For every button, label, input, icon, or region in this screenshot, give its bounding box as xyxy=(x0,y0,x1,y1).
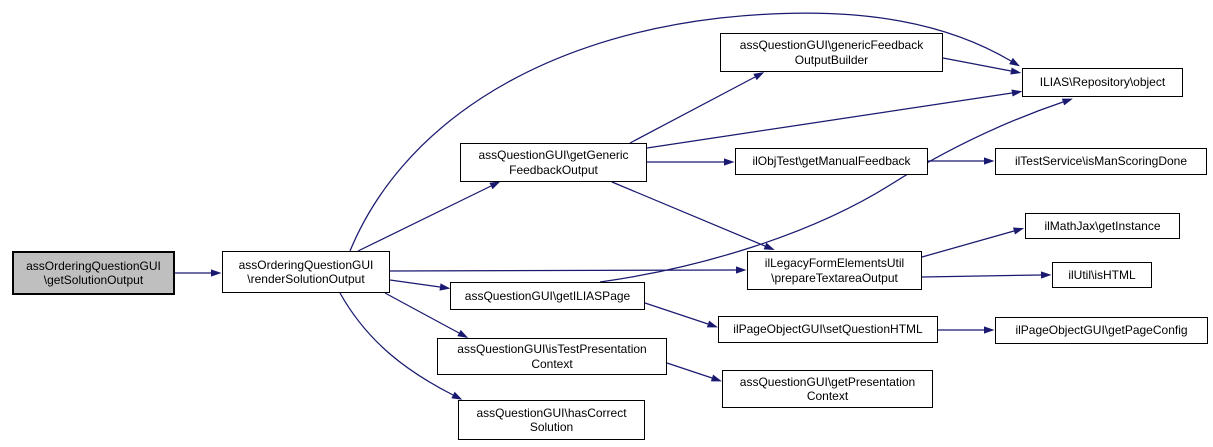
graph-node-label: assQuestionGUI\getGeneric FeedbackOutput xyxy=(478,148,629,177)
node-isManScoringDone[interactable]: ilTestService\isManScoringDone xyxy=(995,148,1207,175)
graph-node-label: assQuestionGUI\getILIASPage xyxy=(464,288,631,303)
edge-renderSolutionOutput-to-prepareTextareaOutput xyxy=(389,266,747,274)
graph-node-label: ilMathJax\getInstance xyxy=(1044,218,1161,233)
edge-prepareTextareaOutput-to-isHTML xyxy=(921,271,1052,279)
node-getSolutionOutput: assOrderingQuestionGUI \getSolutionOutpu… xyxy=(12,251,175,295)
graph-node-label: assOrderingQuestionGUI \getSolutionOutpu… xyxy=(26,258,161,287)
graph-node-label: assOrderingQuestionGUI \renderSolutionOu… xyxy=(238,257,374,286)
node-hasCorrectSolution[interactable]: assQuestionGUI\hasCorrect Solution xyxy=(458,400,645,440)
edge-genericFeedbackOutputBuilder-to-object xyxy=(942,57,1022,75)
node-getManualFeedback[interactable]: ilObjTest\getManualFeedback xyxy=(735,148,928,175)
node-isTestPresentationContext[interactable]: assQuestionGUI\isTestPresentation Contex… xyxy=(437,338,667,375)
graph-node-label: assQuestionGUI\isTestPresentation Contex… xyxy=(457,342,647,371)
graph-node-label: ilPageObjectGUI\getPageConfig xyxy=(1015,323,1188,338)
node-getInstance[interactable]: ilMathJax\getInstance xyxy=(1025,213,1180,239)
graph-node-label: ilPageObjectGUI\setQuestionHTML xyxy=(733,322,923,337)
graph-node-label: assQuestionGUI\genericFeedback OutputBui… xyxy=(739,38,924,67)
edge-renderSolutionOutput-to-getILIASPage xyxy=(389,279,451,291)
graph-node-label: assQuestionGUI\hasCorrect Solution xyxy=(476,405,627,434)
graph-node-label: assQuestionGUI\getPresentation Context xyxy=(739,374,916,403)
node-getGenericFeedbackOutput[interactable]: assQuestionGUI\getGeneric FeedbackOutput xyxy=(460,143,647,182)
graph-node-label: ilUtil\isHTML xyxy=(1068,267,1136,282)
node-getPresentationContext[interactable]: assQuestionGUI\getPresentation Context xyxy=(722,370,933,408)
node-prepareTextareaOutput[interactable]: ilLegacyFormElementsUtil \prepareTextare… xyxy=(747,251,922,290)
graph-node-label: ILIAS\Repository\object xyxy=(1039,75,1166,90)
edge-getILIASPage-to-object xyxy=(599,98,1073,283)
edge-getILIASPage-to-setQuestionHTML xyxy=(644,302,718,328)
graph-node-label: ilObjTest\getManualFeedback xyxy=(752,154,911,169)
graph-node-label: ilTestService\isManScoringDone xyxy=(1014,154,1188,169)
edge-isTestPresentationContext-to-getPresentationContext xyxy=(666,362,722,382)
graph-node-label: ilLegacyFormElementsUtil \prepareTextare… xyxy=(764,256,905,285)
edge-getGenericFeedbackOutput-to-prepareTextareaOutput xyxy=(611,181,775,251)
edge-getGenericFeedbackOutput-to-object xyxy=(646,89,1023,149)
node-isHTML[interactable]: ilUtil\isHTML xyxy=(1052,262,1152,288)
node-getILIASPage[interactable]: assQuestionGUI\getILIASPage xyxy=(450,282,645,310)
edge-renderSolutionOutput-to-isTestPresentationContext xyxy=(384,292,469,338)
edge-renderSolutionOutput-to-getGenericFeedbackOutput xyxy=(357,181,501,252)
node-setQuestionHTML[interactable]: ilPageObjectGUI\setQuestionHTML xyxy=(718,316,938,343)
node-renderSolutionOutput[interactable]: assOrderingQuestionGUI \renderSolutionOu… xyxy=(222,251,390,293)
edge-renderSolutionOutput-to-object xyxy=(349,12,1021,252)
node-getPageConfig[interactable]: ilPageObjectGUI\getPageConfig xyxy=(995,317,1208,344)
node-genericFeedbackOutputBuilder[interactable]: assQuestionGUI\genericFeedback OutputBui… xyxy=(720,33,943,72)
edge-getGenericFeedbackOutput-to-genericFeedbackOutputBuilder xyxy=(629,72,765,144)
edge-renderSolutionOutput-to-hasCorrectSolution xyxy=(339,292,463,400)
edge-prepareTextareaOutput-to-getInstance xyxy=(921,227,1025,258)
node-object[interactable]: ILIAS\Repository\object xyxy=(1022,68,1183,97)
